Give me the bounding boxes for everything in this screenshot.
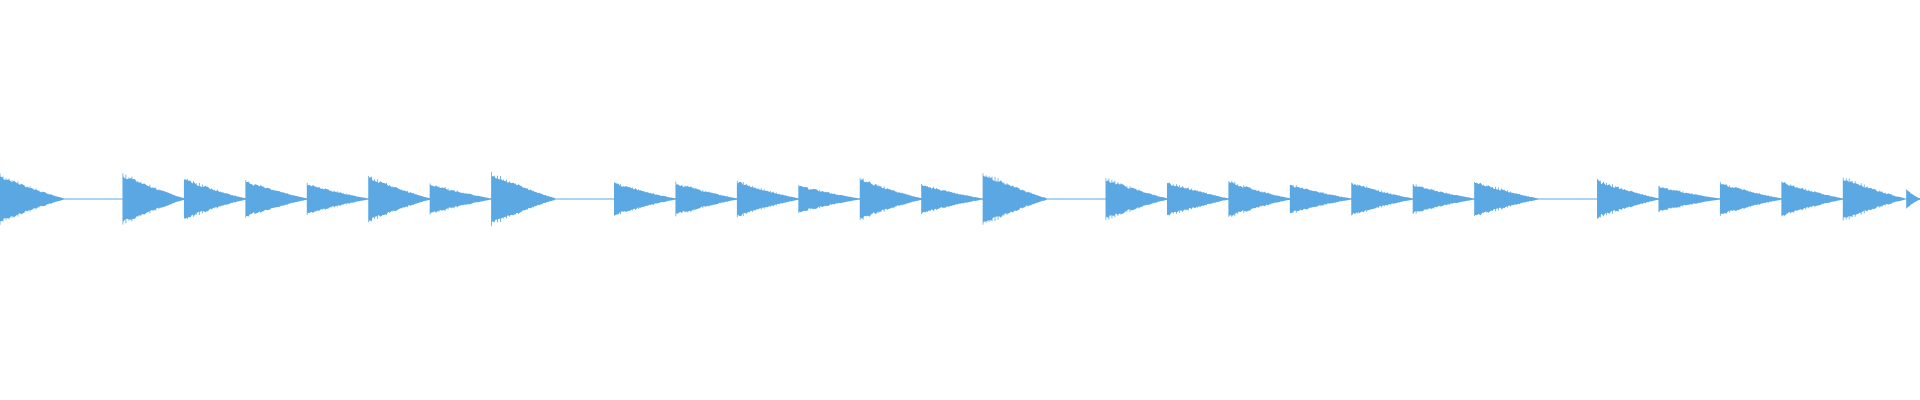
waveform-note-1 [0,172,64,226]
waveform-note-22 [1474,179,1538,219]
waveform-notes [0,169,1920,229]
waveform-note-28 [1906,188,1920,210]
waveform-note-8 [491,169,555,229]
waveform-note-15 [983,169,1047,229]
